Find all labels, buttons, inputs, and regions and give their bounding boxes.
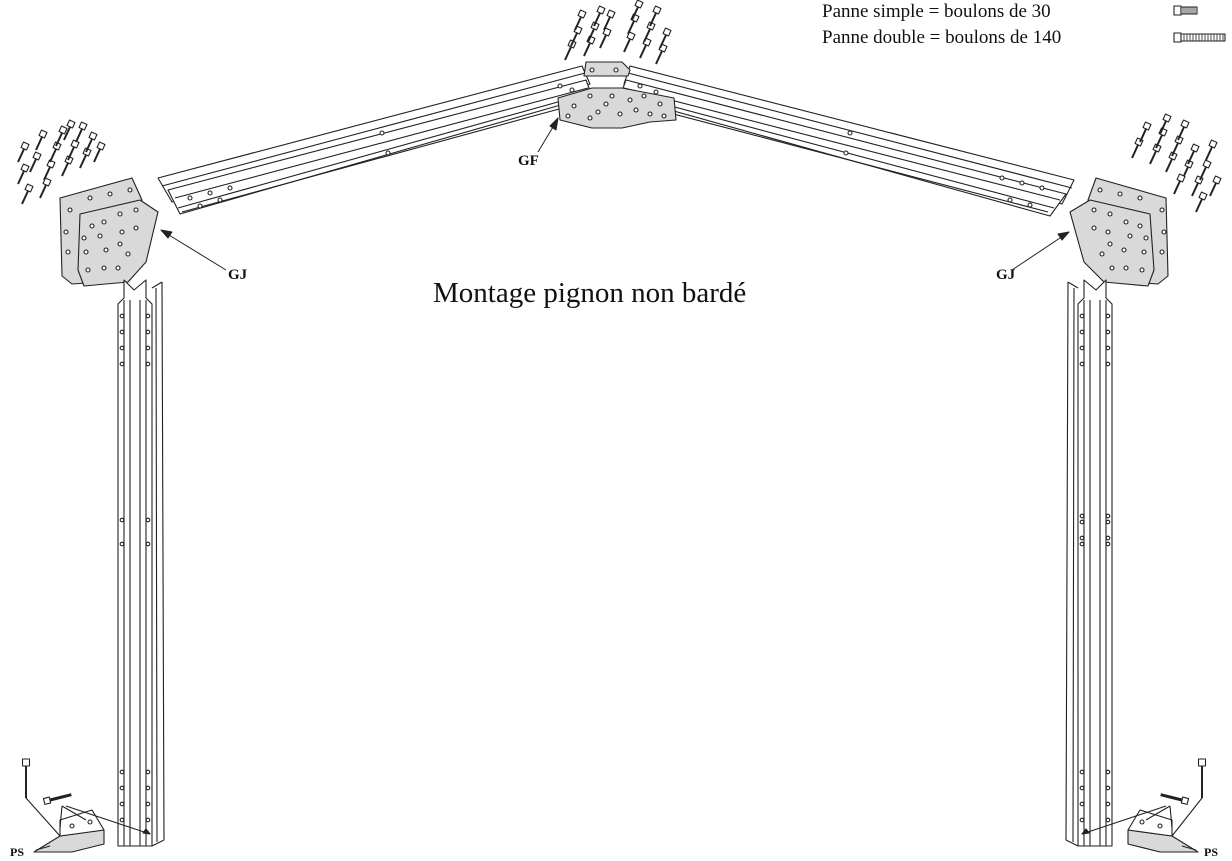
left-base-plate-label: PS [10, 845, 25, 859]
short-bolt-icon [1173, 5, 1198, 16]
right-column [1065, 279, 1113, 847]
left-knee-gusset-plates [59, 177, 159, 287]
left-base-plate [21, 758, 151, 853]
right-knee-gusset-label: GJ [996, 267, 1016, 283]
left-knee-gusset-label: GJ [228, 267, 248, 283]
right-base-plate [1081, 758, 1207, 853]
ridge-gusset-plate [557, 61, 677, 129]
ridge-gusset-label: GF [518, 153, 539, 169]
right-base-plate-label: PS [1204, 845, 1219, 859]
diagram-title: Montage pignon non bardé [433, 277, 747, 309]
left-rafter [157, 65, 593, 215]
legend-simple-purlin: Panne simple = boulons de 30 [822, 1, 1051, 22]
right-rafter [619, 65, 1075, 217]
left-column [117, 279, 165, 847]
right-knee-gusset-plates [1069, 177, 1169, 287]
ridge-bolts [564, 0, 672, 65]
long-bolt-icon [1173, 32, 1226, 43]
leader-arrows [160, 117, 1070, 271]
legend-double-purlin: Panne double = boulons de 140 [822, 27, 1062, 48]
